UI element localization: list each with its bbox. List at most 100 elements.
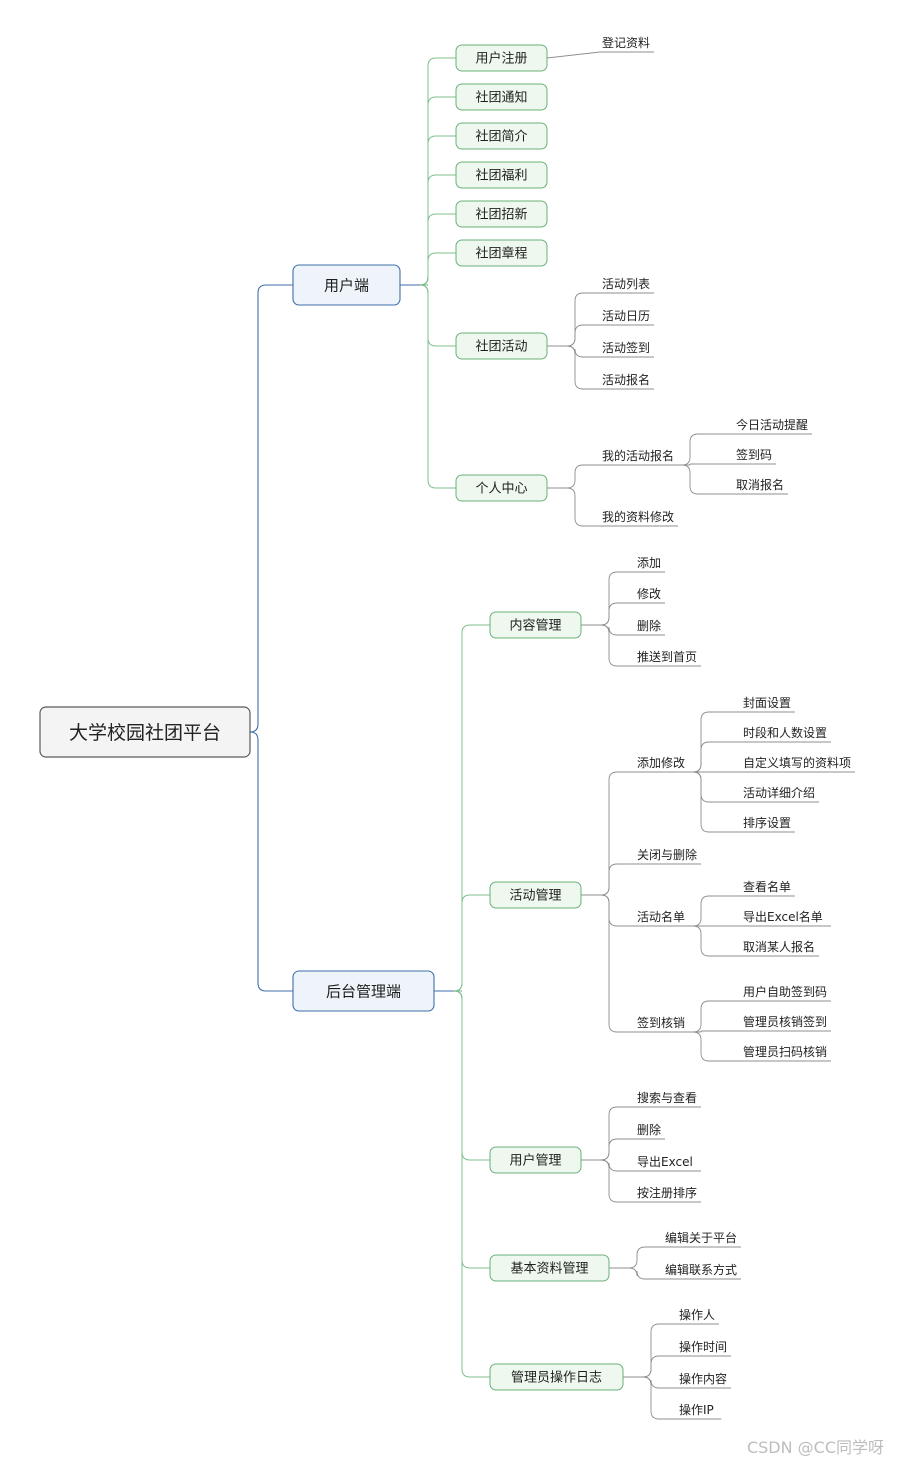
leaf-1-2-3[interactable]: 按注册排序	[635, 1185, 701, 1203]
sub-node-0-7-box	[455, 474, 548, 502]
sub-node-1-2[interactable]: 用户管理	[489, 1146, 582, 1174]
leaf-1-1-2-0[interactable]: 查看名单	[741, 879, 795, 897]
leaf-connector-1-2-2	[581, 1159, 635, 1172]
root-node-box	[39, 706, 251, 758]
leaf-1-1-3-0[interactable]: 用户自助签到码	[741, 984, 831, 1002]
sub-node-0-4-box	[455, 200, 548, 228]
sub-node-1-1-box	[489, 881, 582, 909]
leaf-0-6-3-label: 活动报名	[602, 372, 650, 387]
leaf-0-7-0-0-label: 今日活动提醒	[736, 417, 808, 432]
sub-node-0-3[interactable]: 社团福利	[455, 161, 548, 189]
sub-node-0-2[interactable]: 社团简介	[455, 122, 548, 150]
leaf-1-4-3[interactable]: 操作IP	[677, 1402, 722, 1420]
leaf-0-6-0[interactable]: 活动列表	[600, 277, 654, 294]
sub-node-0-4[interactable]: 社团招新	[455, 200, 548, 228]
leaf-1-1-0-1[interactable]: 时段和人数设置	[741, 725, 831, 743]
sub-node-0-1-label: 社团通知	[475, 90, 527, 106]
leaf-1-2-2-label: 导出Excel	[637, 1155, 693, 1169]
leaf-0-0-0-label: 登记资料	[602, 35, 650, 50]
sub-node-1-1[interactable]: 活动管理	[489, 881, 582, 909]
branch-node-1[interactable]: 后台管理端	[292, 970, 435, 1012]
leaf2-connector-0-7-0-0	[678, 433, 734, 466]
leaf-1-3-1[interactable]: 编辑联系方式	[663, 1262, 741, 1280]
leaf-1-2-1[interactable]: 删除	[635, 1122, 665, 1140]
leaf-1-3-0[interactable]: 编辑关于平台	[663, 1230, 741, 1248]
leaf-connector-1-1-3	[581, 894, 635, 1033]
leaf-1-1-0[interactable]: 添加修改	[635, 755, 689, 773]
sub-node-0-0-label: 用户注册	[475, 51, 527, 67]
leaf-1-1-1[interactable]: 关闭与删除	[635, 847, 701, 865]
sub-connector-0-4	[419, 213, 456, 286]
leaf-0-6-1[interactable]: 活动日历	[600, 309, 654, 326]
leaf-0-6-2[interactable]: 活动签到	[600, 340, 654, 358]
leaf-0-7-0-1[interactable]: 签到码	[734, 447, 776, 465]
sub-node-0-1[interactable]: 社团通知	[455, 83, 548, 111]
leaf-1-1-0-0-label: 封面设置	[743, 696, 791, 710]
leaf2-connector-1-1-3-0	[689, 1000, 741, 1033]
leaf-1-4-2-label: 操作内容	[679, 1371, 727, 1386]
leaf2-connector-1-1-0-3	[689, 771, 741, 803]
sub-node-1-3[interactable]: 基本资料管理	[489, 1254, 610, 1282]
leaf-1-1-3-0-label: 用户自助签到码	[743, 984, 827, 999]
leaf-0-7-1[interactable]: 我的资料修改	[600, 509, 678, 527]
sub-node-1-4-box	[489, 1363, 624, 1391]
sub-node-0-5-box	[455, 239, 548, 267]
sub-node-0-7[interactable]: 个人中心	[455, 474, 548, 502]
leaf-1-1-0-3[interactable]: 活动详细介绍	[741, 785, 819, 803]
sub-node-0-1-box	[455, 83, 548, 111]
leaf-0-7-0-0[interactable]: 今日活动提醒	[734, 417, 812, 435]
sub-node-0-6-box	[455, 332, 548, 360]
sub-connector-1-1	[453, 894, 490, 992]
leaf-1-1-2[interactable]: 活动名单	[635, 909, 689, 927]
leaf-1-1-2-label: 活动名单	[637, 909, 685, 924]
leaf-1-2-2[interactable]: 导出Excel	[635, 1155, 701, 1172]
leaf-1-1-2-1[interactable]: 导出Excel名单	[741, 909, 831, 927]
sub-node-0-7-label: 个人中心	[475, 482, 527, 497]
leaf-0-6-3[interactable]: 活动报名	[600, 372, 654, 390]
leaf-connector-1-3-0	[609, 1246, 663, 1269]
branch-node-0[interactable]: 用户端	[292, 264, 401, 306]
leaf-1-1-3-1[interactable]: 管理员核销签到	[741, 1014, 831, 1032]
leaf-1-1-0-3-label: 活动详细介绍	[743, 785, 815, 800]
leaf-0-7-0-2[interactable]: 取消报名	[734, 477, 788, 495]
leaf-1-4-1[interactable]: 操作时间	[677, 1339, 731, 1357]
leaf-connector-1-4-3	[623, 1376, 677, 1420]
leaf-1-1-0-2[interactable]: 自定义填写的资料项	[741, 755, 855, 773]
leaf-1-4-2[interactable]: 操作内容	[677, 1371, 731, 1389]
leaf-0-7-0-2-label: 取消报名	[736, 477, 784, 492]
leaf-1-1-3[interactable]: 签到核销	[635, 1015, 689, 1033]
sub-node-0-0-box	[455, 44, 548, 72]
leaf-1-1-0-0[interactable]: 封面设置	[741, 696, 795, 713]
leaf-1-0-0-label: 添加	[637, 556, 661, 570]
leaf-connector-1-4-0	[623, 1323, 677, 1378]
leaf-connector-1-4-1	[623, 1355, 677, 1378]
leaf-0-6-1-label: 活动日历	[602, 309, 650, 323]
sub-node-1-1-label: 活动管理	[509, 889, 561, 904]
leaf-1-1-0-label: 添加修改	[637, 755, 685, 770]
leaf-0-7-0[interactable]: 我的活动报名	[600, 448, 678, 466]
root-node[interactable]: 大学校园社团平台	[39, 706, 251, 758]
leaf-1-1-3-2[interactable]: 管理员扫码核销	[741, 1044, 831, 1062]
sub-node-1-0[interactable]: 内容管理	[489, 611, 582, 639]
leaf-1-4-0[interactable]: 操作人	[677, 1307, 719, 1325]
sub-node-0-6[interactable]: 社团活动	[455, 332, 548, 360]
leaf-0-7-0-1-label: 签到码	[736, 447, 772, 462]
leaf-1-0-3-label: 推送到首页	[637, 649, 697, 664]
sub-node-0-5[interactable]: 社团章程	[455, 239, 548, 267]
leaf-0-0-0[interactable]: 登记资料	[600, 35, 654, 53]
sub-node-1-4[interactable]: 管理员操作日志	[489, 1363, 624, 1391]
branch-node-1-box	[292, 970, 435, 1012]
leaf-1-0-3[interactable]: 推送到首页	[635, 649, 701, 667]
leaf-1-0-0[interactable]: 添加	[635, 556, 665, 573]
leaf-1-1-2-2[interactable]: 取消某人报名	[741, 939, 819, 957]
leaf-1-2-0[interactable]: 搜索与查看	[635, 1090, 701, 1108]
sub-node-0-3-label: 社团福利	[475, 168, 527, 184]
leaf-1-1-0-4[interactable]: 排序设置	[741, 815, 795, 833]
sub-node-1-4-label: 管理员操作日志	[511, 1370, 602, 1386]
sub-node-0-0[interactable]: 用户注册	[455, 44, 548, 72]
leaf-1-1-0-4-label: 排序设置	[743, 815, 791, 830]
leaf-1-1-2-1-label: 导出Excel名单	[743, 909, 823, 924]
leaf-1-0-2[interactable]: 删除	[635, 618, 665, 636]
leaf-1-0-1[interactable]: 修改	[635, 586, 665, 604]
leaf2-connector-1-1-3-1	[689, 1030, 741, 1033]
